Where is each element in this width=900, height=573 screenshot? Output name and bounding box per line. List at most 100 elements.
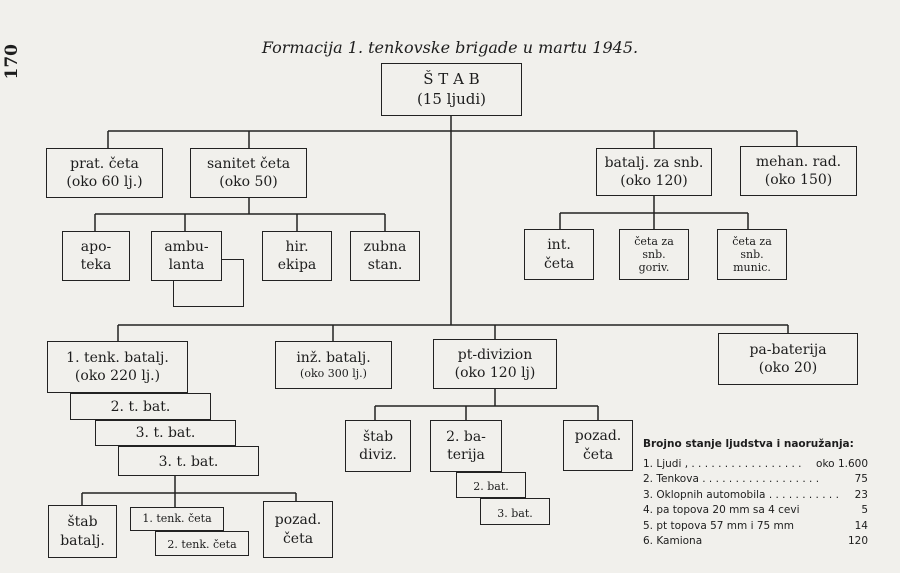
tenk-batalj-1-box: 1. tenk. batalj. (oko 220 lj.) xyxy=(47,341,188,393)
apoteka-line2: teka xyxy=(80,257,112,273)
pozad-ceta-div-box: pozad. četa xyxy=(563,420,633,471)
legend-row-label: 1. Ljudi , . . . . . . . . . . . . . . .… xyxy=(643,458,802,470)
t-bat-2-label: 2. t. bat. xyxy=(110,398,171,415)
stab-diviz-line1: štab xyxy=(362,428,394,445)
stab-batalj-line1: štab xyxy=(67,514,98,531)
tenk-ceta-2-box: 2. tenk. četa xyxy=(155,531,249,556)
ambulanta-line2: lanta xyxy=(168,257,205,273)
tenk-batalj-1-count: (oko 220 lj.) xyxy=(74,368,161,384)
hir-ekipa-box: hir. ekipa xyxy=(262,231,332,281)
bat-2-box: 2. bat. xyxy=(456,472,526,498)
diagram-title: Formacija 1. tenkovske brigade u martu 1… xyxy=(261,38,639,57)
legend-row: 3. Oklopnih automobila . . . . . . . . .… xyxy=(643,489,868,501)
prat-ceta-name: prat. četa xyxy=(70,155,139,172)
ambulanta-box: ambu- lanta xyxy=(151,231,222,281)
pt-divizion-name: pt-divizion xyxy=(457,346,533,363)
legend-row: 1. Ljudi , . . . . . . . . . . . . . . .… xyxy=(643,458,868,470)
sanitet-ceta-name: sanitet četa xyxy=(206,155,291,172)
sanitet-ceta-box: sanitet četa (oko 50) xyxy=(190,148,307,198)
stab-diviz-line2: diviz. xyxy=(359,447,397,463)
legend-row-label: 2. Tenkova . . . . . . . . . . . . . . .… xyxy=(643,473,820,486)
t-bat-3b-label: 3. t. bat. xyxy=(158,453,219,470)
hir-ekipa-line2: ekipa xyxy=(277,257,317,273)
tenk-batalj-1-name: 1. tenk. batalj. xyxy=(66,349,169,366)
inz-batalj-name: inž. batalj. xyxy=(296,349,371,366)
pozad-ceta-div-line1: pozad. xyxy=(574,428,622,445)
pozad-ceta-bat-line1: pozad. xyxy=(274,512,322,529)
legend-row: 4. pa topova 20 mm sa 4 cevi 5 xyxy=(643,504,868,516)
legend-title: Brojno stanje ljudstva i naoružanja: xyxy=(643,438,854,450)
pozad-ceta-bat-line2: četa xyxy=(282,530,314,547)
pozad-ceta-div-line2: četa xyxy=(582,446,614,463)
ceta-munic-box: četa za snb. munic. xyxy=(717,229,787,280)
stab-batalj-box: štab batalj. xyxy=(48,505,117,558)
apoteka-line1: apo- xyxy=(80,238,112,255)
int-ceta-line2: četa xyxy=(543,255,575,272)
legend-row-value: 75 xyxy=(854,473,868,486)
stab-title: Š T A B xyxy=(423,70,480,88)
legend-row-value: 5 xyxy=(861,504,868,517)
mehan-rad-count: (oko 150) xyxy=(764,172,833,188)
stab-count: (15 ljudi) xyxy=(416,89,487,108)
zubna-stan-line1: zubna xyxy=(363,238,407,255)
inz-batalj-box: inž. batalj. (oko 300 lj.) xyxy=(275,341,392,389)
bat-2-label: 2. bat. xyxy=(473,479,509,493)
inz-batalj-count: (oko 300 lj.) xyxy=(300,366,367,380)
hir-ekipa-line1: hir. xyxy=(285,238,309,255)
prat-ceta-count: (oko 60 lj.) xyxy=(66,174,143,190)
batalj-snb-box: batalj. za snb. (oko 120) xyxy=(596,148,712,196)
t-bat-3b-box: 3. t. bat. xyxy=(118,446,259,476)
t-bat-3a-box: 3. t. bat. xyxy=(95,420,236,446)
legend-row: 5. pt topova 57 mm i 75 mm 14 xyxy=(643,520,868,532)
prat-ceta-box: prat. četa (oko 60 lj.) xyxy=(46,148,163,198)
legend-row-value: 23 xyxy=(854,488,868,501)
mehan-rad-name: mehan. rad. xyxy=(755,153,842,170)
apoteka-box: apo- teka xyxy=(62,231,130,281)
stab-batalj-line2: batalj. xyxy=(60,532,105,549)
legend-row-label: 5. pt topova 57 mm i 75 mm xyxy=(643,519,794,532)
bat-3-box: 3. bat. xyxy=(480,498,550,525)
ceta-munic-line3: munic. xyxy=(733,261,771,275)
bat-3-label: 3. bat. xyxy=(497,506,533,520)
int-ceta-box: int. četa xyxy=(524,229,594,280)
mehan-rad-box: mehan. rad. (oko 150) xyxy=(740,146,857,196)
legend-row-value: 14 xyxy=(854,519,868,532)
sanitet-ceta-count: (oko 50) xyxy=(219,174,278,190)
legend-row-label: 4. pa topova 20 mm sa 4 cevi xyxy=(643,504,800,517)
ceta-munic-line1: četa za xyxy=(732,234,772,248)
ceta-goriv-line1: četa za xyxy=(634,234,674,248)
batalj-snb-name: batalj. za snb. xyxy=(604,154,704,171)
ceta-goriv-box: četa za snb. goriv. xyxy=(619,229,689,280)
baterija-2-box: 2. ba- terija xyxy=(430,420,502,472)
legend-row-value: 120 xyxy=(847,534,868,547)
batalj-snb-count: (oko 120) xyxy=(620,173,688,189)
pa-baterija-count: (oko 20) xyxy=(758,360,818,376)
ambulanta-line1: ambu- xyxy=(164,238,209,255)
strength-legend: Brojno stanje ljudstva i naoružanja: 1. … xyxy=(643,438,868,550)
t-bat-3a-label: 3. t. bat. xyxy=(135,424,196,441)
legend-row-label: 3. Oklopnih automobila . . . . . . . . .… xyxy=(643,488,839,501)
baterija-2-line1: 2. ba- xyxy=(446,428,486,445)
t-bat-2-box: 2. t. bat. xyxy=(70,393,211,420)
tenk-ceta-2-label: 2. tenk. četa xyxy=(167,537,237,551)
pa-baterija-name: pa-baterija xyxy=(749,341,827,358)
ceta-goriv-line2: snb. xyxy=(642,247,666,261)
ceta-munic-line2: snb. xyxy=(740,247,764,261)
pozad-ceta-bat-box: pozad. četa xyxy=(263,501,333,558)
pt-divizion-box: pt-divizion (oko 120 lj) xyxy=(433,339,557,389)
zubna-stan-line2: stan. xyxy=(367,257,403,273)
pt-divizion-count: (oko 120 lj) xyxy=(454,365,536,381)
tenk-ceta-1-label: 1. tenk. četa xyxy=(142,511,212,525)
stab-diviz-box: štab diviz. xyxy=(345,420,411,472)
legend-row: 2. Tenkova . . . . . . . . . . . . . . .… xyxy=(643,473,868,485)
stab-box: Š T A B (15 ljudi) xyxy=(381,63,522,116)
legend-row-label: 6. Kamiona xyxy=(643,534,703,547)
pa-baterija-box: pa-baterija (oko 20) xyxy=(718,333,858,385)
int-ceta-line1: int. xyxy=(547,237,571,254)
legend-row: 6. Kamiona 120 xyxy=(643,535,868,547)
legend-row-value: oko 1.600 xyxy=(816,458,868,470)
baterija-2-line2: terija xyxy=(447,447,485,463)
tenk-ceta-1-box: 1. tenk. četa xyxy=(130,507,224,531)
ceta-goriv-line3: goriv. xyxy=(638,261,670,275)
